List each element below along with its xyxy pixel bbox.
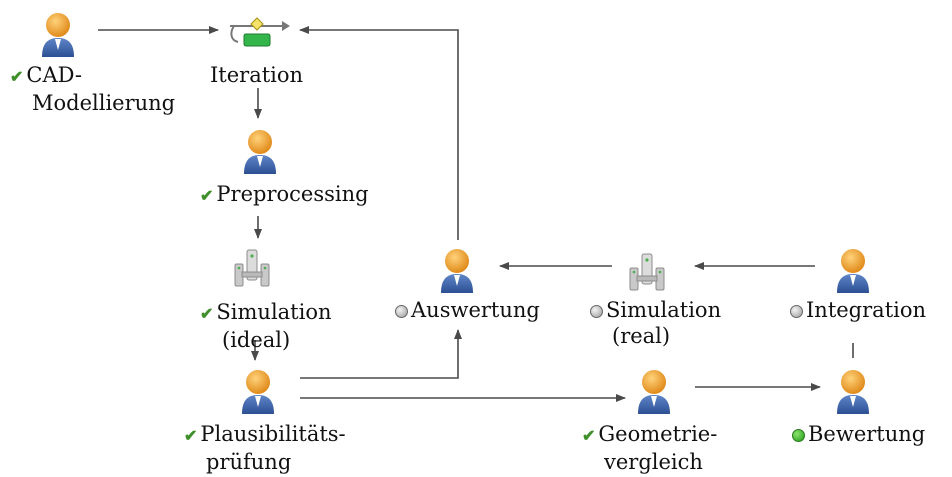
node-label-iteration: Iteration [210, 62, 303, 88]
edge-plausibility-to-auswertung [300, 329, 462, 379]
node-label-plausibility: ✔Plausibilitäts-prüfung [184, 421, 346, 475]
checkmark-icon: ✔ [10, 66, 24, 86]
checkmark-icon: ✔ [184, 425, 198, 445]
person-icon [833, 367, 873, 415]
iteration-loop-icon [224, 12, 294, 52]
node-label-line: Bewertung [808, 422, 926, 446]
machine-icon [232, 242, 272, 290]
node-label-line: (ideal) [222, 327, 291, 352]
gray-status-dot-icon [590, 305, 603, 318]
node-label-geometrie: ✔Geometrie-vergleich [582, 421, 717, 475]
gray-status-dot-icon [395, 305, 408, 318]
person-icon [833, 246, 873, 294]
node-label-integration: Integration [790, 297, 926, 323]
gray-status-dot-icon [790, 305, 803, 318]
green-status-dot-icon [792, 429, 805, 442]
checkmark-icon: ✔ [200, 303, 214, 323]
node-label-line: Simulation [216, 300, 332, 324]
node-label-bewertung: Bewertung [792, 421, 925, 447]
node-label-line: vergleich [604, 449, 703, 474]
node-label-line: Iteration [210, 63, 304, 87]
node-label-line: Auswertung [411, 298, 540, 322]
checkmark-icon: ✔ [582, 425, 596, 445]
person-icon [238, 367, 278, 415]
node-label-line: Preprocessing [216, 182, 369, 206]
node-label-sim_real: Simulation(real) [590, 297, 721, 349]
node-label-sim_ideal: ✔Simulation (ideal) [200, 299, 332, 353]
node-label-preprocessing: ✔Preprocessing [200, 181, 369, 209]
person-icon [634, 367, 674, 415]
node-label-line: CAD- [26, 63, 82, 87]
node-label-line: Integration [806, 298, 927, 322]
person-icon [240, 127, 280, 175]
person-icon [38, 10, 78, 58]
person-icon [437, 246, 477, 294]
checkmark-icon: ✔ [200, 185, 214, 205]
node-label-cad: ✔CAD- Modellierung [10, 62, 175, 116]
node-label-line: Plausibilitäts- [200, 422, 346, 446]
node-label-line: Modellierung [32, 90, 176, 115]
edge-auswertung-to-iteration [299, 26, 459, 240]
node-label-line: (real) [612, 324, 671, 348]
node-label-line: Simulation [606, 298, 722, 322]
node-label-line: prüfung [206, 449, 292, 474]
node-label-line: Geometrie- [598, 422, 718, 446]
node-label-auswertung: Auswertung [395, 297, 540, 323]
machine-icon [627, 246, 667, 294]
